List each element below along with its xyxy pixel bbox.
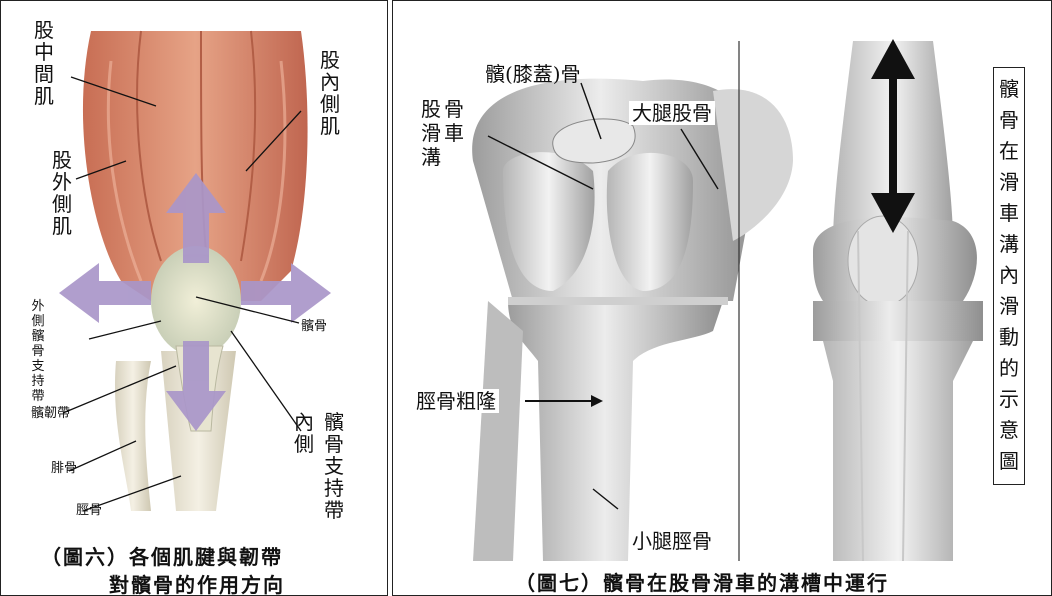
label-trochlear-groove: 股骨滑車溝 xyxy=(421,97,487,169)
label-femur: 大腿股骨 xyxy=(629,101,715,125)
label-patella: 髕骨 xyxy=(301,319,327,334)
figure-6-caption-line1: （圖六）各個肌腱與韌帶 xyxy=(41,541,283,570)
label-tibial-tuberosity: 脛骨粗隆 xyxy=(413,389,499,413)
label-vastus-medialis: 股內側肌 xyxy=(319,49,341,137)
label-tibia-fig7: 小腿脛骨 xyxy=(629,529,715,553)
label-medial-side: 內側 xyxy=(293,411,315,455)
label-patellar-ligament: 髕韌帶 xyxy=(31,406,70,421)
label-lateral-retinaculum: 外側髕骨支持帶 xyxy=(31,299,45,404)
label-patella-fig7: 髕(膝蓋)骨 xyxy=(485,63,581,85)
label-vastus-lateralis: 股外側肌 xyxy=(51,149,73,237)
side-note-box: 髕骨在滑車溝內滑動的示意圖 xyxy=(993,67,1025,485)
label-vastus-intermedius: 股中間肌 xyxy=(33,19,55,107)
side-note-text: 髕骨在滑車溝內滑動的示意圖 xyxy=(998,74,1020,477)
label-fibula: 腓骨 xyxy=(51,461,77,476)
figure-6-caption-line2: 對髕骨的作用方向 xyxy=(109,569,285,596)
knee-bones-illustration xyxy=(393,1,1052,596)
label-medial-retinaculum: 髕骨支持帶 xyxy=(323,411,345,521)
figure-7-panel: 髕(膝蓋)骨 股骨滑車溝 大腿股骨 脛骨粗隆 小腿脛骨 髕骨在滑車溝內滑動的示意… xyxy=(392,0,1052,596)
figure-6-panel: 股中間肌 股內側肌 股外側肌 外側髕骨支持帶 髕骨 髕韌帶 內側 髕骨支持帶 腓… xyxy=(0,0,388,596)
label-tibia-fig6: 脛骨 xyxy=(76,503,102,518)
figure-7-caption: （圖七）髕骨在股骨滑車的溝槽中運行 xyxy=(515,567,889,596)
